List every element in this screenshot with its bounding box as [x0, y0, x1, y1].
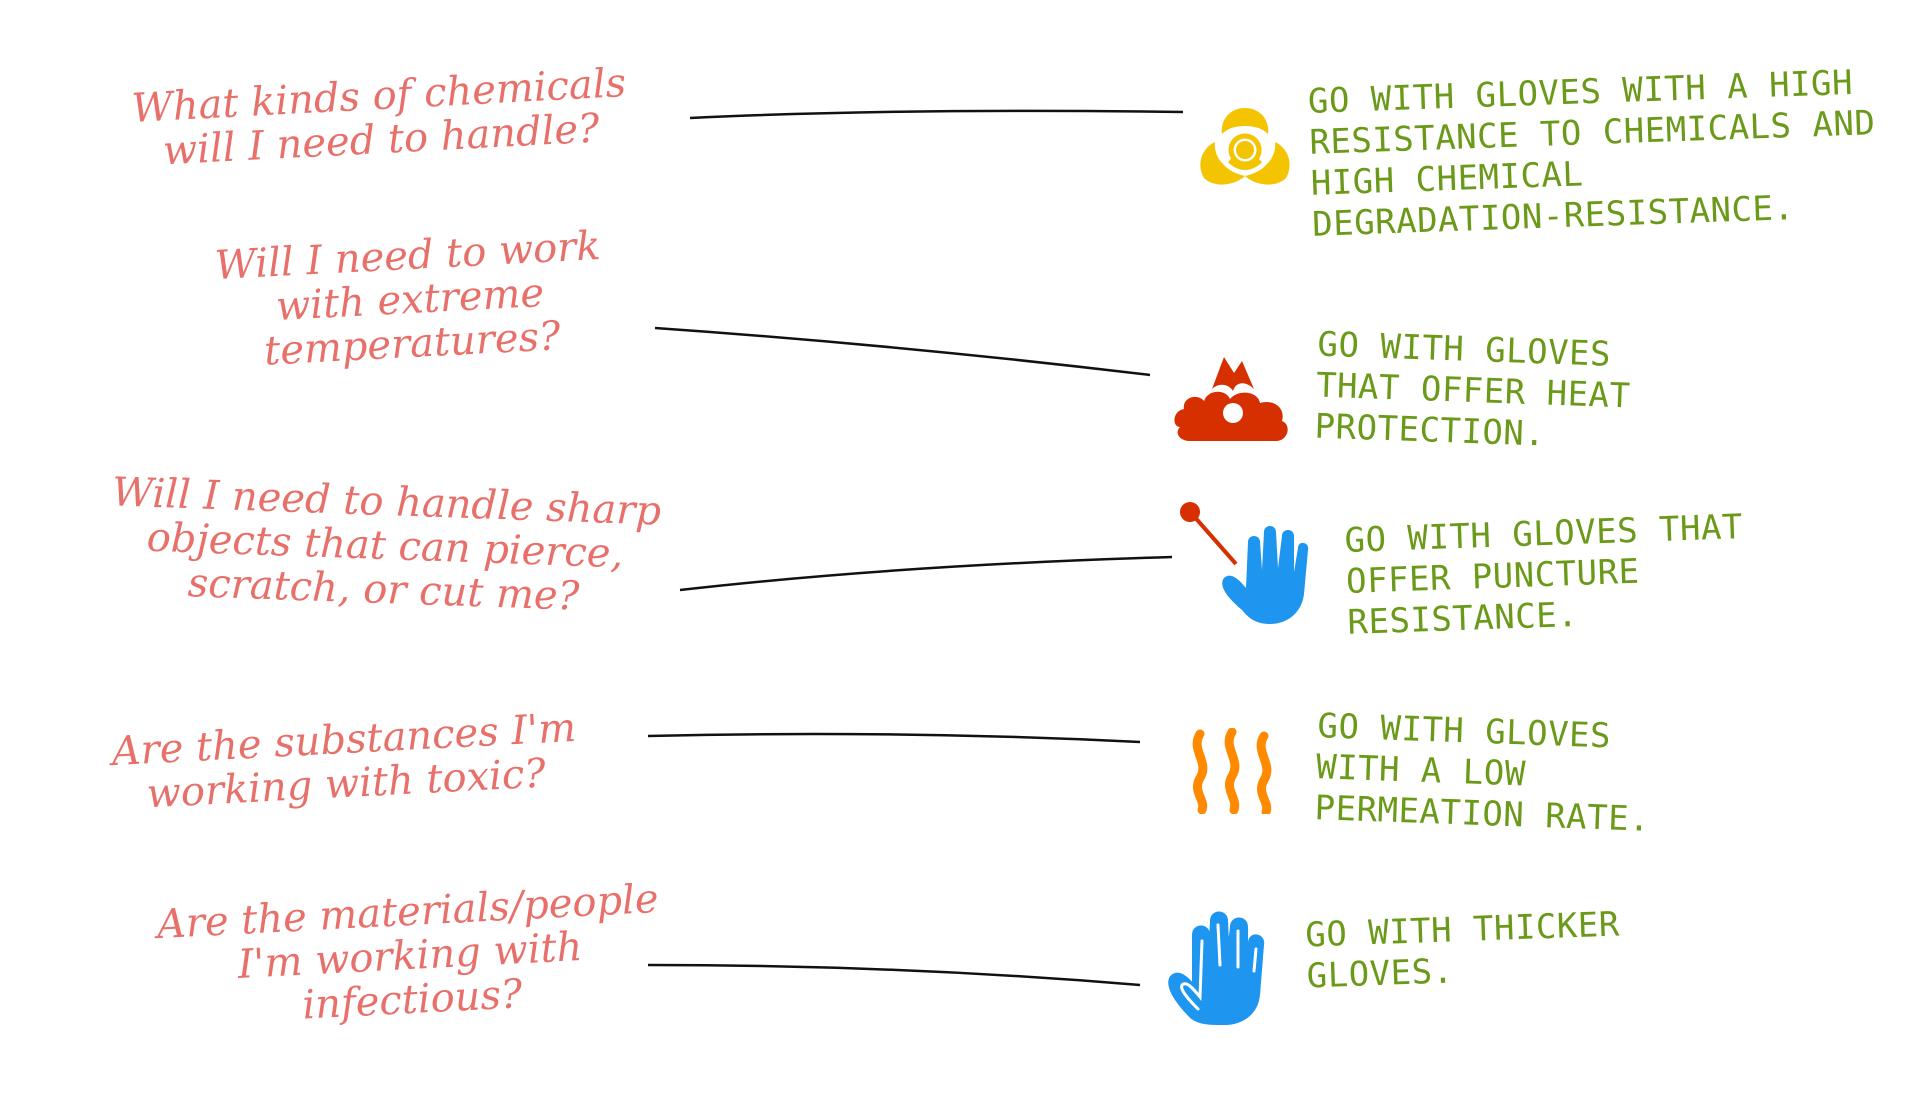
question-infectious: Are the materials/people I'm working wit…	[127, 875, 693, 1036]
answer-permeation: GO WITH GLOVES WITH A LOW PERMEATION RAT…	[1314, 706, 1654, 841]
biohazard-icon	[1200, 108, 1290, 185]
hand-icon	[1168, 911, 1265, 1026]
question-chemicals: What kinds of chemicals will I need to h…	[98, 59, 662, 176]
answer-puncture: GO WITH GLOVES THAT OFFER PUNCTURE RESIS…	[1344, 507, 1746, 644]
question-toxic: Are the substances I'm working with toxi…	[93, 705, 597, 819]
connector-line-2	[654, 326, 1151, 377]
fire-icon	[1174, 357, 1288, 441]
pin-and-hand-icon	[1180, 502, 1309, 624]
fumes-icon	[1192, 728, 1272, 814]
connector-line-4	[647, 732, 1141, 744]
question-temperatures: Will I need to work with extreme tempera…	[147, 220, 673, 379]
answer-heat: GO WITH GLOVES THAT OFFER HEAT PROTECTIO…	[1314, 325, 1633, 459]
connector-line-3	[679, 555, 1173, 592]
connector-line-5	[647, 963, 1141, 987]
answer-chemicals: GO WITH GLOVES WITH A HIGH RESISTANCE TO…	[1307, 62, 1879, 246]
answer-thicker: GO WITH THICKER GLOVES.	[1305, 905, 1622, 998]
connector-line-1	[689, 109, 1184, 120]
question-sharp: Will I need to handle sharp objects that…	[88, 469, 682, 623]
